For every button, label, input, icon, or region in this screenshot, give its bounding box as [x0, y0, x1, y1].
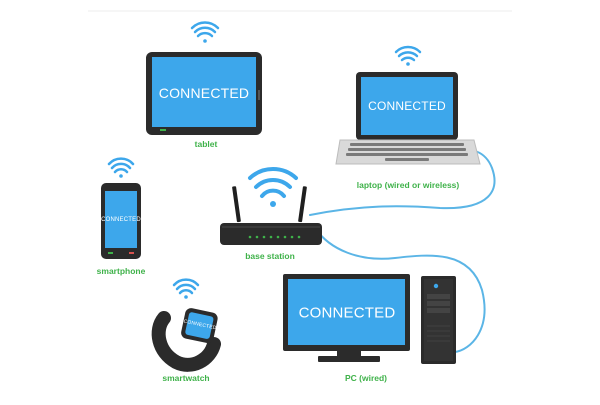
smartwatch-band	[151, 311, 221, 372]
router-leds	[248, 235, 301, 239]
tablet-label: tablet	[194, 139, 218, 149]
pc-monitor-neck	[337, 351, 361, 357]
pc-monitor-screen	[288, 279, 405, 345]
tablet-device	[146, 21, 262, 135]
pc-vents	[427, 325, 450, 342]
laptop-device	[335, 45, 481, 165]
tablet-screen	[152, 57, 256, 127]
smartphone-screen-text: CONNECTED	[101, 217, 141, 223]
router-antenna-right	[298, 186, 307, 223]
pc-tower-face	[424, 279, 453, 361]
cable-icon	[309, 148, 496, 216]
pc-power-light	[433, 283, 439, 289]
router-body	[220, 223, 322, 245]
pc-drive-bay-1	[427, 294, 450, 299]
pc-monitor-stand	[318, 356, 380, 362]
wifi-icon	[107, 157, 135, 178]
pc-screen-text: CONNECTED	[298, 304, 396, 322]
pc-device	[283, 274, 456, 364]
pc-label: PC (wired)	[344, 373, 388, 383]
cables	[309, 148, 496, 353]
smartwatch-screen	[185, 312, 214, 339]
tablet-screen-text: CONNECTED	[158, 85, 250, 101]
laptop-screen	[361, 77, 453, 135]
router-icon	[220, 167, 322, 245]
smartphone-led-red	[129, 252, 134, 254]
smartwatch-label: smartwatch	[162, 373, 210, 383]
smartphone-label: smartphone	[96, 266, 146, 276]
pc-drive-bay-3	[427, 308, 450, 313]
pc-drive-bay-2	[427, 301, 450, 306]
laptop-screen-text: CONNECTED	[368, 99, 446, 113]
smartphone-led-green	[108, 252, 113, 254]
tablet-button	[258, 90, 260, 100]
router-antenna-left	[232, 186, 241, 223]
base-station-label: base station	[245, 251, 295, 261]
smartwatch-device	[151, 278, 221, 372]
wifi-icon	[248, 167, 298, 207]
router-top-edge	[222, 226, 320, 228]
tablet-led	[160, 129, 166, 131]
wifi-icon	[394, 45, 422, 66]
cable-icon	[314, 227, 486, 353]
wifi-icon	[172, 278, 200, 299]
smartphone-device	[101, 157, 141, 259]
smartphone-screen	[105, 191, 137, 248]
wifi-icon	[190, 21, 220, 43]
laptop-label: laptop (wired or wireless)	[356, 180, 460, 190]
laptop-keyboard	[346, 143, 468, 161]
